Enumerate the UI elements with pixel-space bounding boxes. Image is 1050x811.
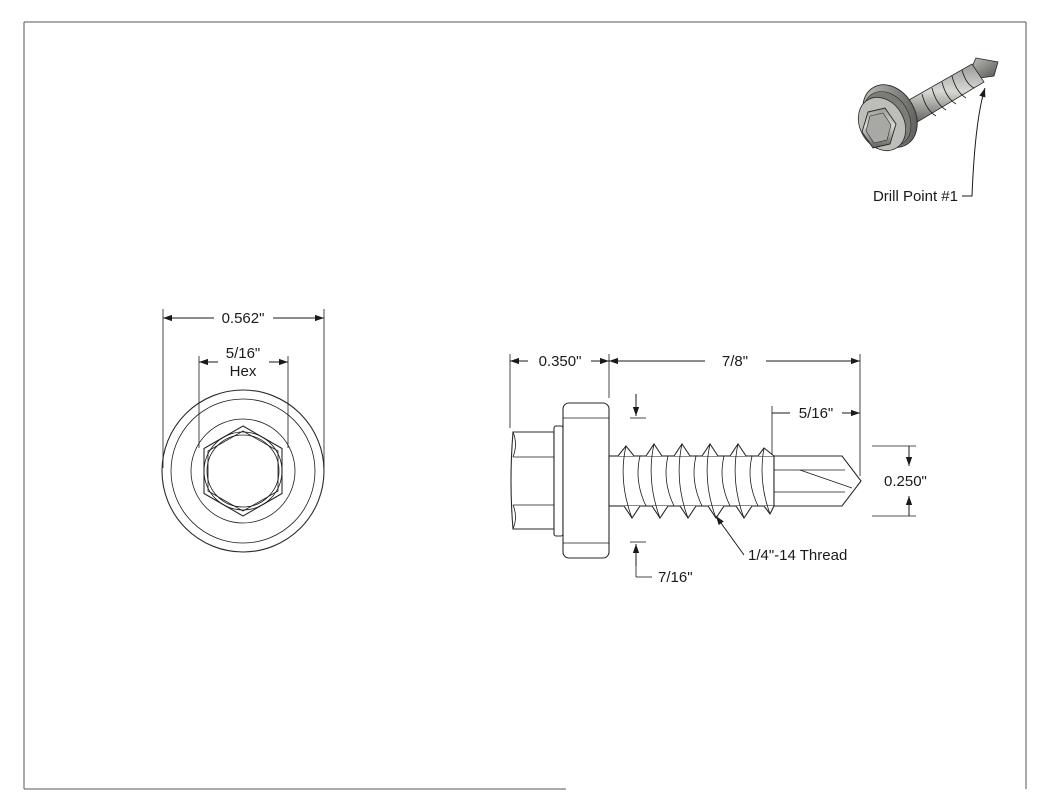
- thread-diameter-label: 0.250": [884, 473, 927, 490]
- hex-head-side: [510, 431, 555, 530]
- shank-length-label: 7/8": [722, 353, 748, 370]
- hex-chamfer-circle: [203, 431, 283, 511]
- end-view: 0.562" 5/16" Hex: [161, 309, 325, 553]
- hex-top-circle: [206, 434, 280, 508]
- thread-profile-top: [609, 443, 775, 457]
- screw-shank: [608, 455, 775, 507]
- hex-size-label: 5/16": [226, 345, 261, 362]
- hex-head-chamfer: [207, 430, 279, 512]
- overall-diameter-label: 0.562": [222, 310, 265, 327]
- head-length-label: 0.350": [539, 353, 582, 370]
- drawing-frame: [23, 21, 1027, 790]
- side-view: 0.350" 7/8" 5/16" 0.250" 7/16" 1/4"-14 T…: [509, 353, 927, 586]
- flange-side: [553, 425, 564, 537]
- drill-point-side: [773, 455, 862, 507]
- drill-point-length-label: 5/16": [799, 405, 834, 422]
- thread-profile-bottom: [609, 505, 775, 519]
- washer-diameter-label: 7/16": [658, 569, 693, 586]
- iso-threads: [921, 69, 975, 117]
- drill-point-callout: Drill Point #1: [873, 188, 958, 205]
- flange-circle: [190, 418, 296, 524]
- isometric-view: Drill Point #1: [857, 57, 999, 205]
- hex-head-outline: [203, 425, 283, 517]
- sealing-washer-side: [562, 402, 610, 559]
- hex-label: Hex: [230, 363, 257, 380]
- thread-callout-label: 1/4"-14 Thread: [748, 547, 847, 564]
- washer-inner-circle: [170, 398, 316, 544]
